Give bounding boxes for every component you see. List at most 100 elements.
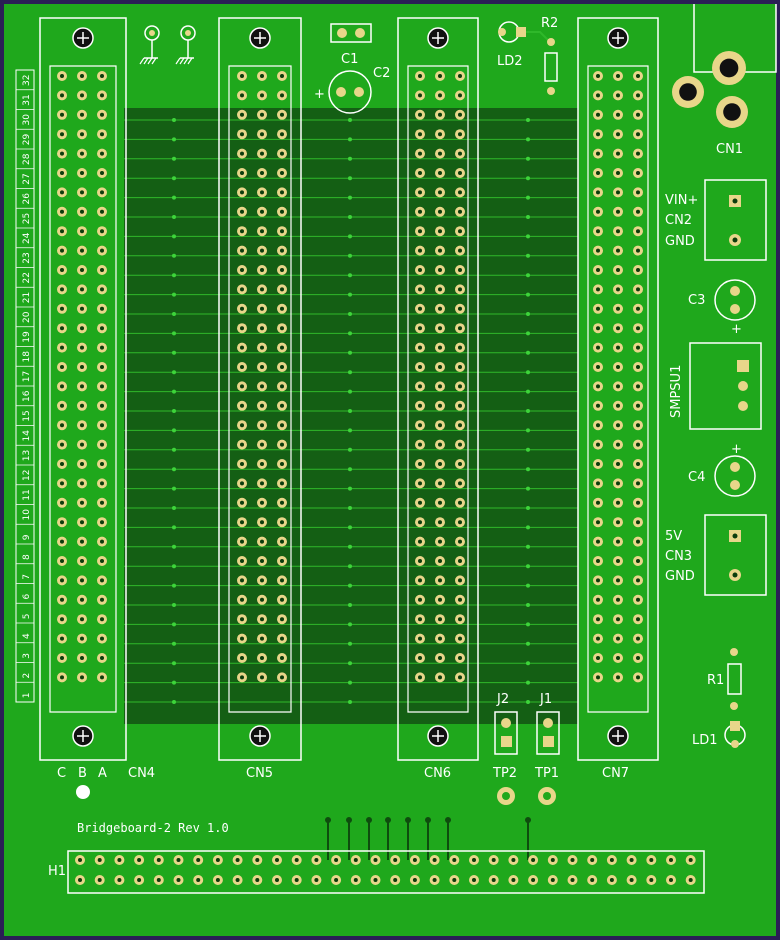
- via: [526, 350, 530, 355]
- traces: [124, 31, 578, 860]
- ground-hatch: [179, 57, 185, 65]
- drill-hole: [636, 539, 640, 544]
- drill-hole: [260, 190, 264, 195]
- drill-hole: [570, 858, 575, 862]
- via: [348, 486, 352, 491]
- pin-number-strip: 3231302928272625242322212019181716151413…: [15, 69, 35, 703]
- drill-hole: [458, 636, 462, 641]
- drill-hole: [636, 74, 640, 78]
- drill-hole: [240, 229, 244, 234]
- via: [526, 234, 530, 239]
- via: [526, 137, 530, 142]
- label-r2: R2: [541, 16, 558, 31]
- drill-hole: [100, 423, 104, 428]
- pin-number: 2: [22, 673, 32, 679]
- c1-pad: [337, 28, 347, 38]
- drill-hole: [418, 559, 422, 563]
- drill-hole: [280, 268, 284, 272]
- via: [172, 506, 176, 510]
- drill-hole: [636, 481, 640, 486]
- drill-hole: [458, 151, 462, 156]
- via: [172, 215, 176, 219]
- label-ld2: LD2: [497, 54, 523, 69]
- drill-hole: [596, 345, 600, 350]
- drill-hole: [418, 520, 422, 525]
- drill-hole: [438, 617, 442, 622]
- drill-hole: [260, 248, 264, 253]
- via: [348, 156, 352, 161]
- drill-hole: [100, 462, 104, 466]
- cap-pad: [730, 304, 740, 314]
- via: [348, 447, 352, 452]
- drill-hole: [80, 229, 84, 234]
- drill-hole: [418, 287, 422, 292]
- pin-number: 4: [22, 633, 32, 639]
- via: [172, 195, 176, 200]
- drill-hole: [616, 656, 620, 660]
- drill-hole: [418, 112, 422, 117]
- drill-hole: [438, 423, 442, 428]
- label-ld1: LD1: [692, 733, 718, 748]
- drill-hole: [240, 481, 244, 486]
- drill-hole: [78, 878, 82, 882]
- drill-hole: [280, 403, 284, 408]
- drill-hole: [280, 442, 284, 447]
- drill-hole: [438, 636, 442, 641]
- r2-outline: [544, 52, 558, 82]
- drill-hole: [260, 597, 264, 602]
- label-tp1: TP1: [534, 766, 559, 781]
- drill-hole: [438, 74, 442, 78]
- drill-hole: [156, 858, 161, 862]
- pin-number: 5: [22, 614, 32, 620]
- drill-hole: [636, 151, 640, 156]
- drill-hole: [458, 190, 462, 195]
- drill-hole: [636, 403, 640, 408]
- via: [348, 292, 352, 297]
- via: [348, 525, 352, 530]
- label-h1: H1: [48, 864, 66, 879]
- drill-hole: [636, 423, 640, 428]
- drill-hole: [636, 462, 640, 466]
- drill-hole: [616, 268, 620, 272]
- drill-hole: [438, 559, 442, 563]
- r1-pad: [730, 648, 738, 656]
- drill-hole: [458, 345, 462, 350]
- via: [348, 312, 352, 316]
- label-col-c: C: [57, 766, 66, 781]
- drill-hole: [438, 326, 442, 331]
- drill-hole: [616, 74, 620, 78]
- via: [526, 370, 530, 375]
- drill-hole: [80, 326, 84, 331]
- drill-hole: [636, 93, 640, 98]
- drill-hole: [280, 539, 284, 544]
- drill-hole: [260, 423, 264, 428]
- drill-hole: [240, 74, 244, 78]
- drill-hole: [616, 209, 620, 214]
- drill-hole: [100, 636, 104, 641]
- drill-hole: [260, 326, 264, 331]
- drill-hole: [240, 578, 244, 583]
- drill-hole: [60, 442, 64, 447]
- drill-hole: [100, 442, 104, 447]
- drill-hole: [458, 171, 462, 175]
- drill-hole: [373, 878, 378, 882]
- label-c4: C4: [688, 470, 705, 485]
- drill-hole: [60, 345, 64, 350]
- drill-hole: [294, 858, 299, 862]
- drill-hole: [636, 578, 640, 583]
- drill-hole: [60, 481, 64, 486]
- drill-hole: [80, 384, 84, 389]
- drill-hole: [412, 878, 417, 882]
- via: [526, 486, 530, 491]
- drill-hole: [458, 539, 462, 544]
- drill-hole: [418, 209, 422, 214]
- via: [172, 603, 176, 607]
- via: [172, 641, 176, 646]
- drill-hole: [438, 248, 442, 253]
- via: [405, 817, 411, 823]
- drill-hole: [280, 617, 284, 622]
- ld2-trace: [526, 31, 551, 43]
- drill-hole: [596, 384, 600, 389]
- drill-hole: [80, 442, 84, 447]
- drill-hole: [373, 858, 378, 862]
